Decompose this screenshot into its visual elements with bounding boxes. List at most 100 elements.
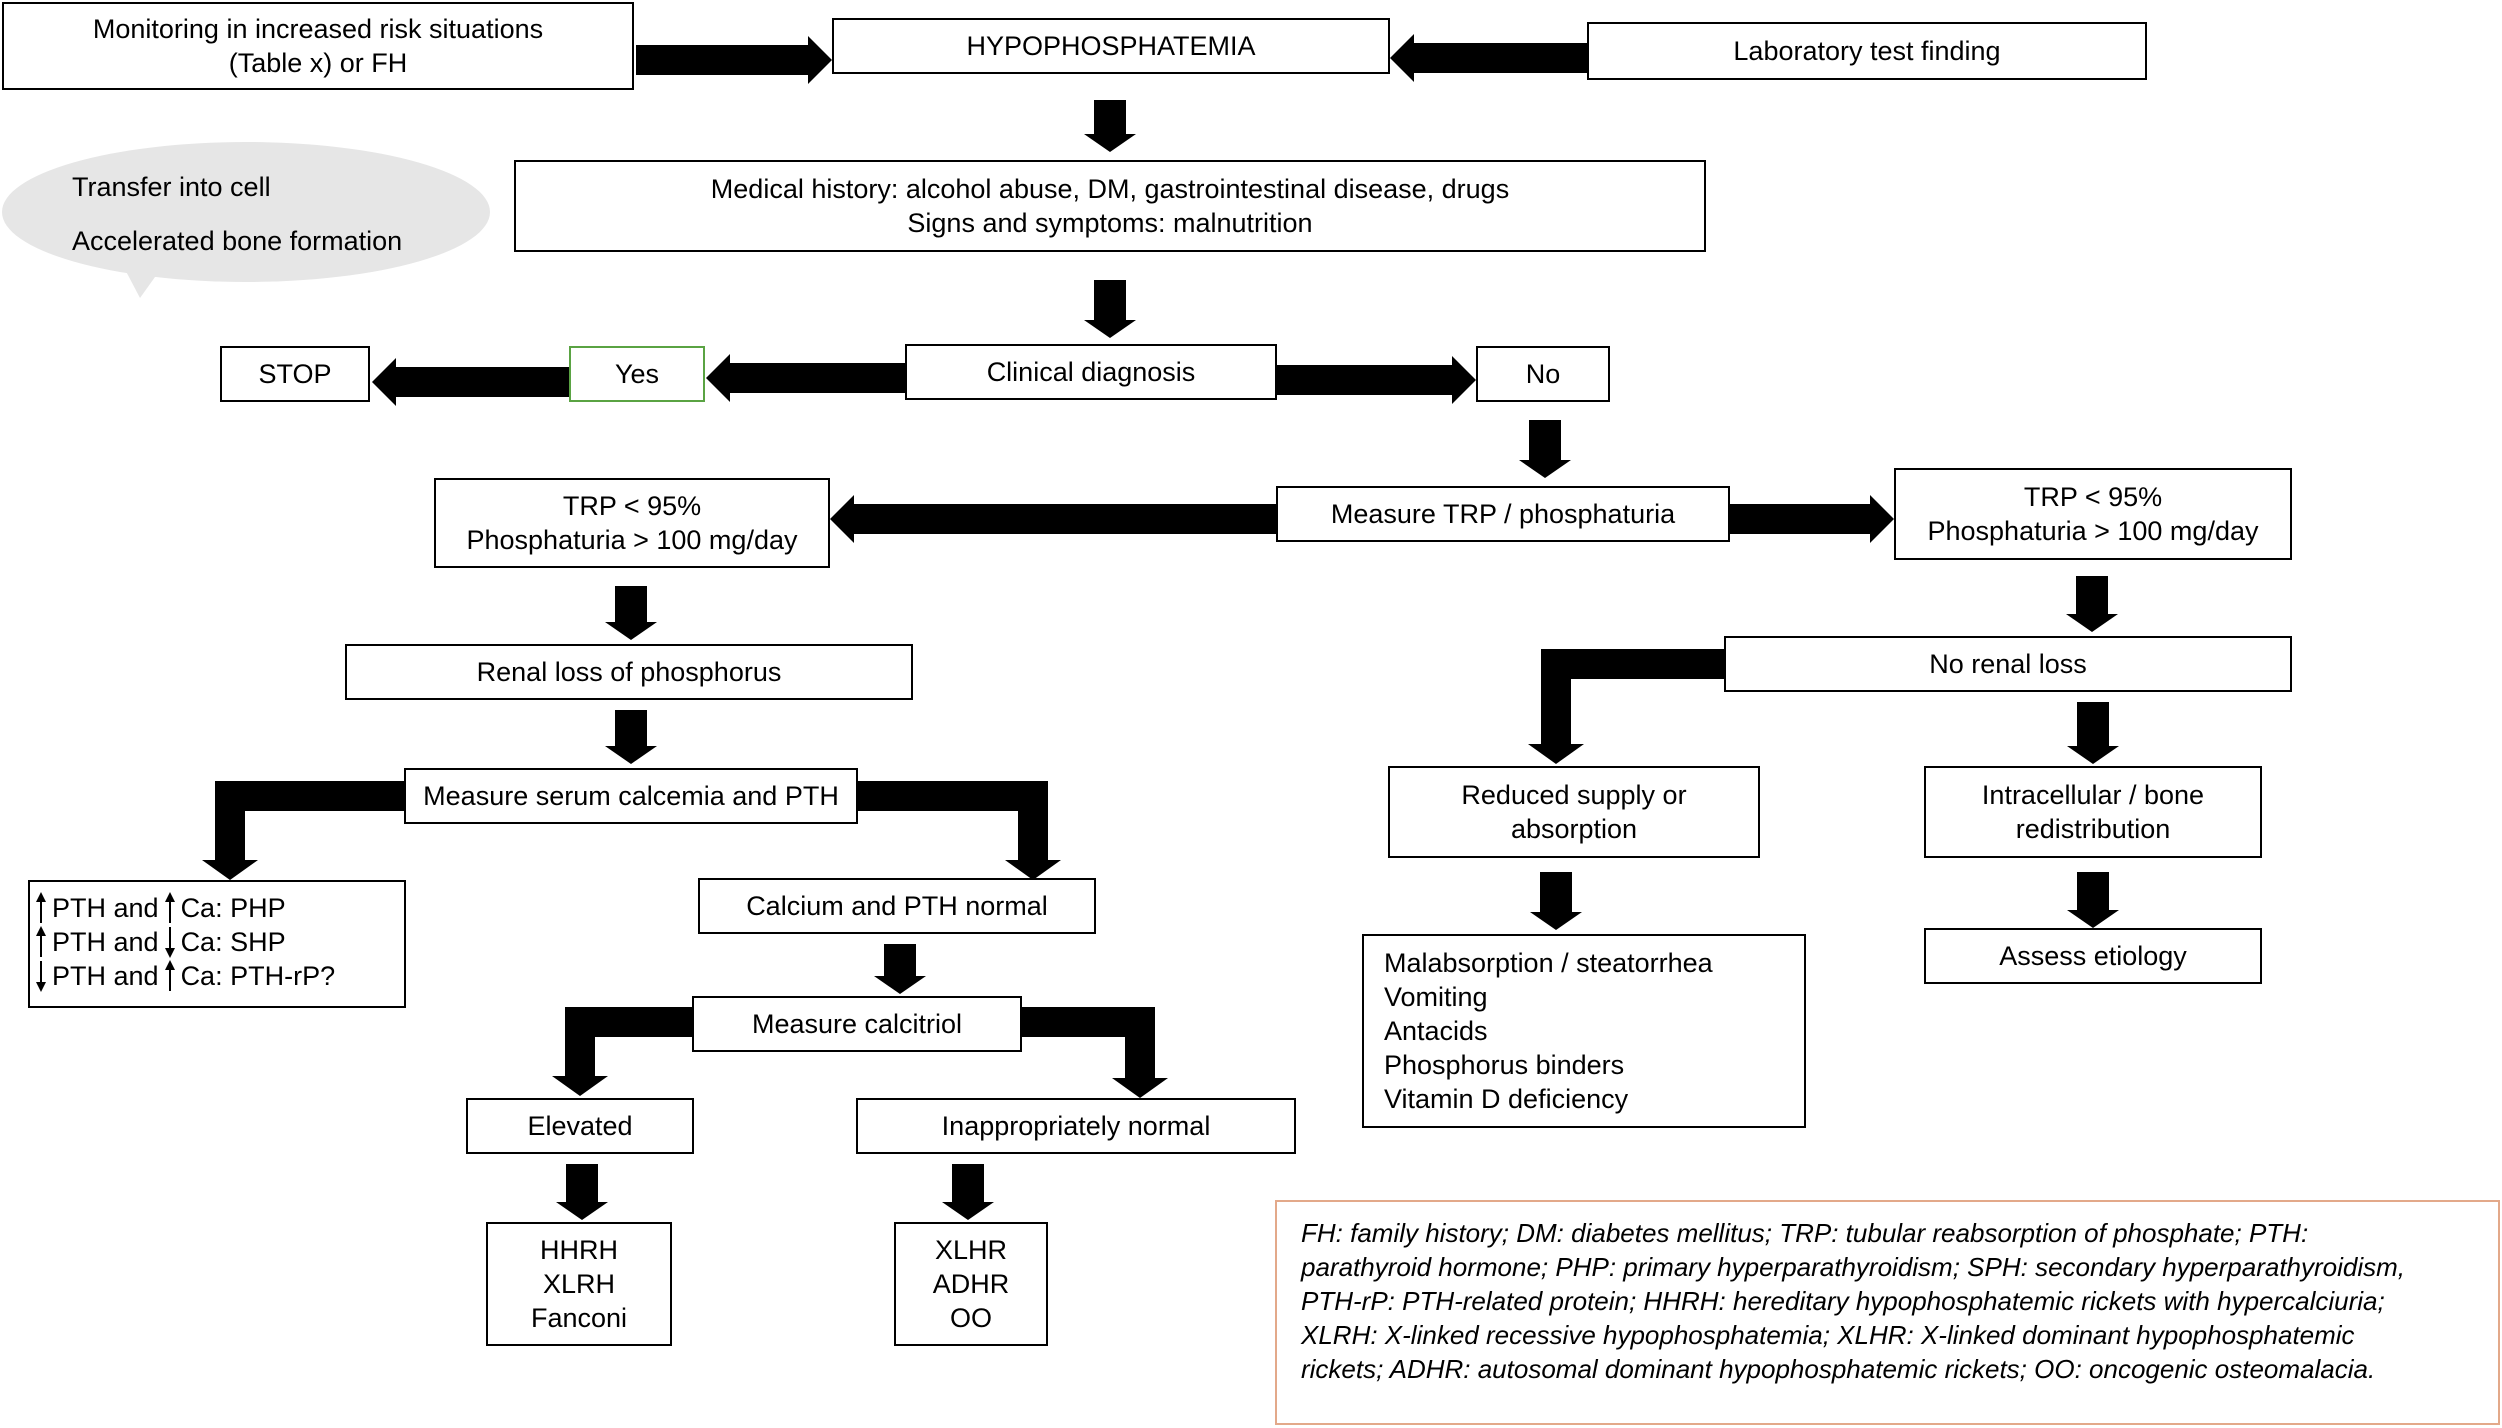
yes-to-stop-arrow <box>372 358 569 406</box>
legend-line-4: XLRH: X-linked recessive hypophosphatemi… <box>1301 1320 2355 1350</box>
elevated-box: Elevated <box>466 1098 694 1154</box>
medical-history-box: Medical history: alcohol abuse, DM, gast… <box>514 160 1706 252</box>
legend-line-5: rickets; ADHR: autosomal dominant hypoph… <box>1301 1354 2376 1384</box>
trp-right-line-2: Phosphaturia > 100 mg/day <box>1927 516 2259 546</box>
no-renal-loss-to-reduced-arrow <box>1528 649 1724 764</box>
intracellular-box: Intracellular / bone redistribution <box>1924 766 2262 858</box>
hhrh-line-3: Fanconi <box>530 1303 628 1333</box>
xlhr-box: XLHR ADHR OO <box>894 1222 1048 1346</box>
measure-to-trp-left-arrow <box>830 495 1276 543</box>
measure-calcitriol-box: Measure calcitriol <box>692 996 1022 1052</box>
no-label: No <box>1525 359 1561 389</box>
history-to-diagnosis-arrow <box>1084 280 1136 338</box>
calcitriol-to-inappropriate-arrow <box>1022 1007 1168 1098</box>
hhrh-line-2: XLRH <box>542 1269 616 1299</box>
legend-line-1: FH: family history; DM: diabetes mellitu… <box>1301 1218 2309 1248</box>
pth-row-shp: PTH and Ca: SHP <box>30 925 286 959</box>
calcium-normal-to-calcitriol-arrow <box>874 944 926 994</box>
up-arrow-icon <box>30 925 52 959</box>
speech-bubble: Transfer into cell Accelerated bone form… <box>0 140 492 298</box>
reduced-supply-box: Reduced supply or absorption <box>1388 766 1760 858</box>
trp-left-box: TRP < 95% Phosphaturia > 100 mg/day <box>434 478 830 568</box>
trp-right-to-no-renal-loss-arrow <box>2066 576 2118 632</box>
measure-to-trp-right-arrow <box>1730 495 1894 543</box>
calcium-normal-label: Calcium and PTH normal <box>746 891 1048 921</box>
lab-test-box: Laboratory test finding <box>1587 22 2147 80</box>
calcitriol-to-elevated-arrow <box>552 1007 692 1096</box>
no-renal-loss-label: No renal loss <box>1929 649 2087 679</box>
bubble-line-transfer: Transfer into cell <box>72 172 271 202</box>
assess-etiology-box: Assess etiology <box>1924 928 2262 984</box>
xlhr-line-2: ADHR <box>932 1269 1010 1299</box>
yes-label: Yes <box>614 359 660 389</box>
pth-row-pthrp-a: PTH and <box>52 960 159 991</box>
monitoring-to-hypophosphatemia-arrow <box>636 36 832 84</box>
serum-to-pth-arrow <box>202 781 404 880</box>
no-renal-loss-box: No renal loss <box>1724 636 2292 692</box>
lab-to-hypophosphatemia-arrow <box>1390 34 1587 82</box>
down-arrow-icon <box>159 925 181 959</box>
malabsorption-line-1: Malabsorption / steatorrhea <box>1384 948 1713 978</box>
diagnosis-to-yes-arrow <box>706 354 905 402</box>
elevated-label: Elevated <box>527 1111 633 1141</box>
reduced-to-malabsorption-arrow <box>1530 872 1582 930</box>
inappropriate-to-xlhr-arrow <box>942 1164 994 1220</box>
trp-left-line-1: TRP < 95% <box>562 491 702 521</box>
up-arrow-icon <box>30 891 52 925</box>
pth-row-php-b: Ca: PHP <box>180 892 286 923</box>
measure-serum-box: Measure serum calcemia and PTH <box>404 768 858 824</box>
hypophosphatemia-label: HYPOPHOSPHATEMIA <box>966 31 1256 61</box>
calcium-normal-box: Calcium and PTH normal <box>698 878 1096 934</box>
intracellular-line-2: redistribution <box>2015 814 2171 844</box>
pth-row-shp-a: PTH and <box>52 926 159 957</box>
legend-line-3: PTH-rP: PTH-related protein; HHRH: hered… <box>1301 1286 2385 1316</box>
legend-line-2: parathyroid hormone; PHP: primary hyperp… <box>1301 1252 2406 1282</box>
malabsorption-box: Malabsorption / steatorrhea Vomiting Ant… <box>1362 934 1806 1128</box>
measure-trp-box: Measure TRP / phosphaturia <box>1276 486 1730 542</box>
pth-row-php-a: PTH and <box>52 892 159 923</box>
stop-box: STOP <box>220 346 370 402</box>
no-renal-loss-to-intracellular-arrow <box>2067 702 2119 764</box>
up-arrow-icon <box>159 891 181 925</box>
intracellular-line-1: Intracellular / bone <box>1981 780 2205 810</box>
renal-loss-to-measure-serum-arrow <box>605 710 657 764</box>
elevated-to-hhrh-arrow <box>556 1164 608 1220</box>
abbreviations-legend: FH: family history; DM: diabetes mellitu… <box>1275 1200 2500 1425</box>
clinical-diagnosis-label: Clinical diagnosis <box>986 357 1196 387</box>
measure-trp-label: Measure TRP / phosphaturia <box>1330 499 1676 529</box>
monitoring-box: Monitoring in increased risk situations … <box>2 2 634 90</box>
pth-row-php: PTH and Ca: PHP <box>30 891 286 925</box>
clinical-diagnosis-box: Clinical diagnosis <box>905 344 1277 400</box>
stop-label: STOP <box>258 359 332 389</box>
monitoring-line-2: (Table x) or FH <box>228 48 408 78</box>
bubble-line-bone: Accelerated bone formation <box>72 226 403 256</box>
no-to-measure-trp-arrow <box>1519 420 1571 478</box>
pth-ca-box: PTH and Ca: PHP PTH and Ca: SHP PTH and … <box>28 880 406 1008</box>
xlhr-line-3: OO <box>949 1303 992 1333</box>
measure-calcitriol-label: Measure calcitriol <box>751 1009 963 1039</box>
medical-history-line-1: Medical history: alcohol abuse, DM, gast… <box>710 174 1510 204</box>
hhrh-box: HHRH XLRH Fanconi <box>486 1222 672 1346</box>
malabsorption-line-5: Vitamin D deficiency <box>1384 1084 1629 1114</box>
trp-right-box: TRP < 95% Phosphaturia > 100 mg/day <box>1894 468 2292 560</box>
no-box: No <box>1476 346 1610 402</box>
hhrh-line-1: HHRH <box>540 1235 618 1265</box>
trp-right-line-1: TRP < 95% <box>2023 482 2163 512</box>
pth-row-shp-b: Ca: SHP <box>180 926 286 957</box>
lab-test-label: Laboratory test finding <box>1733 36 2001 66</box>
inappropriately-normal-box: Inappropriately normal <box>856 1098 1296 1154</box>
measure-serum-label: Measure serum calcemia and PTH <box>423 781 839 811</box>
renal-loss-label: Renal loss of phosphorus <box>476 657 782 687</box>
hypophosphatemia-to-history-arrow <box>1084 100 1136 152</box>
malabsorption-line-2: Vomiting <box>1384 982 1488 1012</box>
serum-to-calcium-normal-arrow <box>858 781 1061 880</box>
assess-etiology-label: Assess etiology <box>1999 941 2187 971</box>
pth-row-pthrp-b: Ca: PTH-rP? <box>180 960 336 991</box>
yes-box: Yes <box>569 346 705 402</box>
down-arrow-icon <box>30 959 52 993</box>
intracellular-to-assess-arrow <box>2067 872 2119 928</box>
xlhr-line-1: XLHR <box>934 1235 1008 1265</box>
reduced-supply-line-2: absorption <box>1510 814 1638 844</box>
up-arrow-icon <box>159 959 181 993</box>
